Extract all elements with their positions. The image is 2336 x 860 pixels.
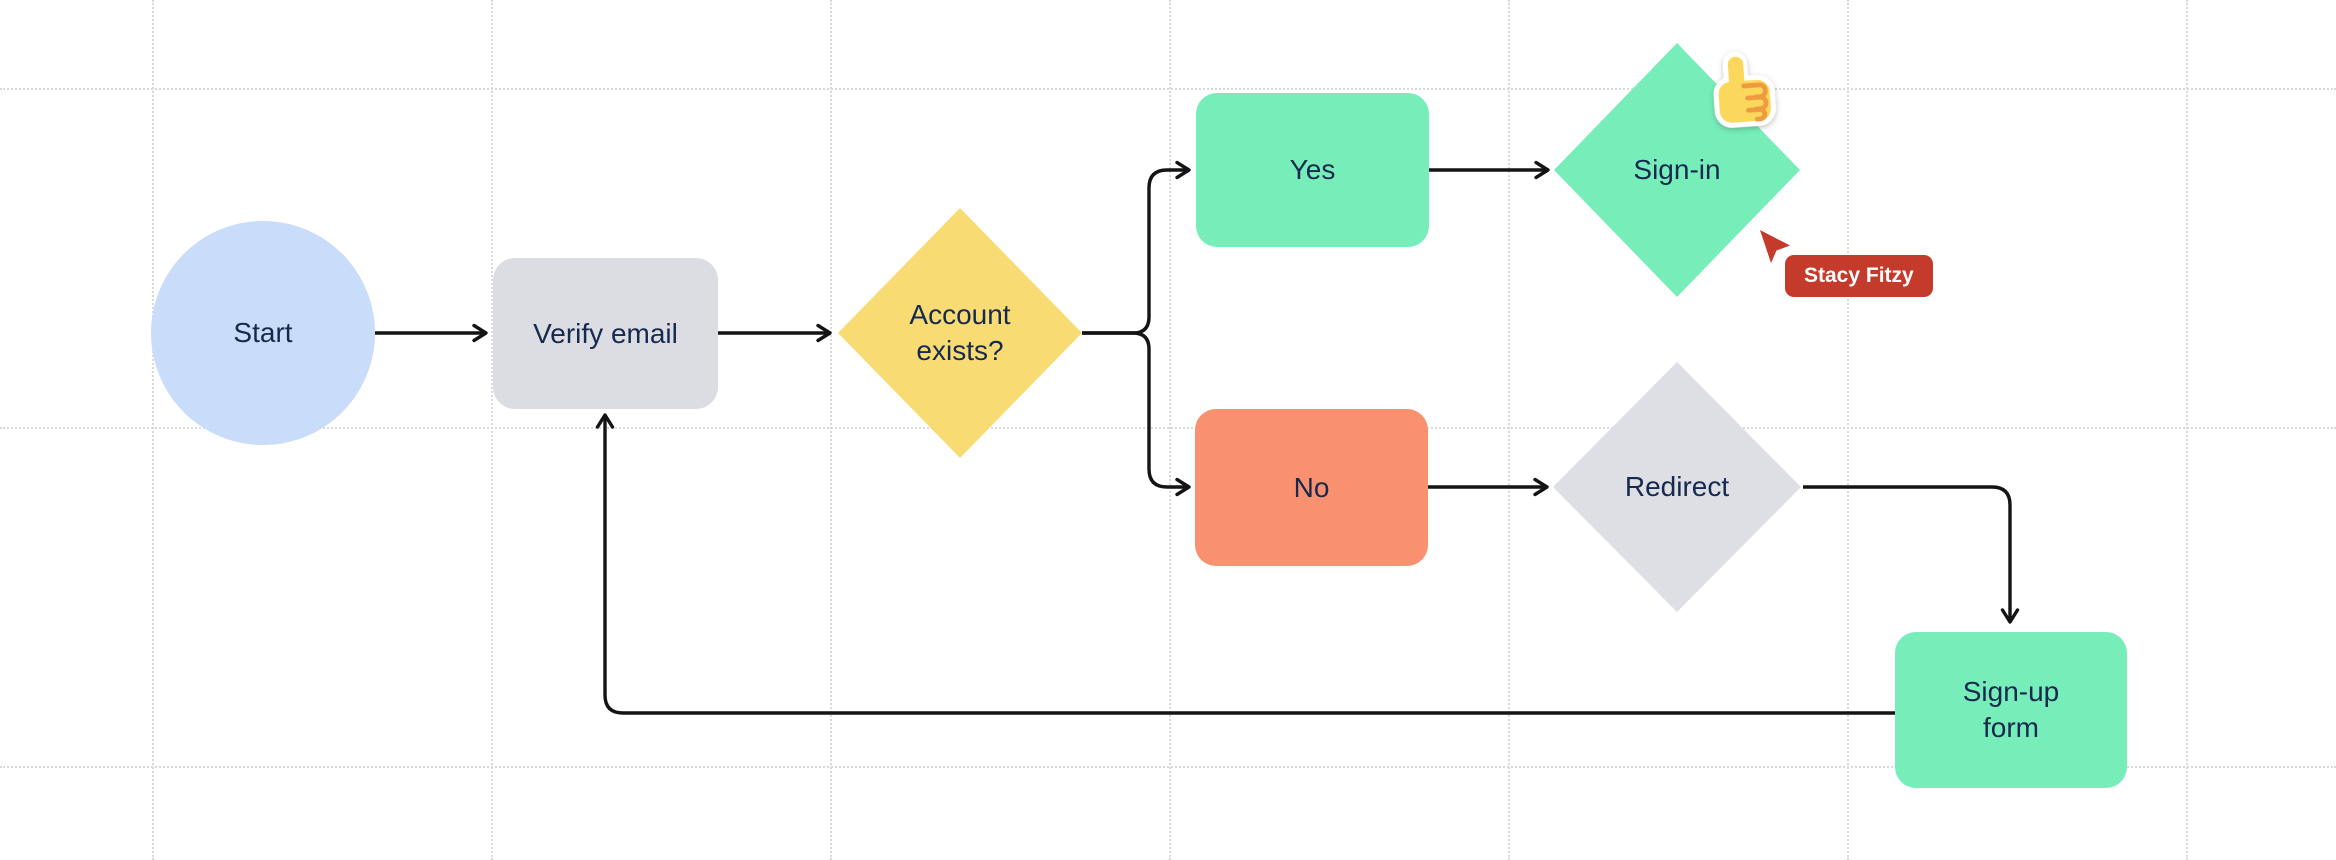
node-label: No [1293,471,1330,503]
node-start[interactable]: Start [151,221,375,445]
node-label: Redirect [1624,471,1730,502]
node-label: Account exists? [909,299,1011,366]
thumbs-up-icon[interactable] [1703,47,1786,132]
connector-account-exists-to-no[interactable] [1082,331,1191,497]
node-yes[interactable]: Yes [1196,93,1429,247]
node-no[interactable]: No [1195,409,1428,566]
collaborator-name-badge: Stacy Fitzy [1785,255,1933,297]
node-label: Sign-up form [1962,676,2060,743]
collaborator-cursor-icon [1760,230,1790,263]
node-verify-email[interactable]: Verify email [493,258,718,409]
node-label: Sign-in [1633,154,1721,185]
connector-sign-up-form-to-verify-email[interactable] [595,413,1895,715]
node-label: Start [233,317,293,348]
node-label: Yes [1289,154,1336,185]
connector-account-exists-to-yes[interactable] [1082,160,1191,335]
node-sign-up-form[interactable]: Sign-up form [1895,632,2127,788]
node-label: Verify email [533,317,678,349]
connector-redirect-to-sign-up-form[interactable] [1803,485,2020,624]
